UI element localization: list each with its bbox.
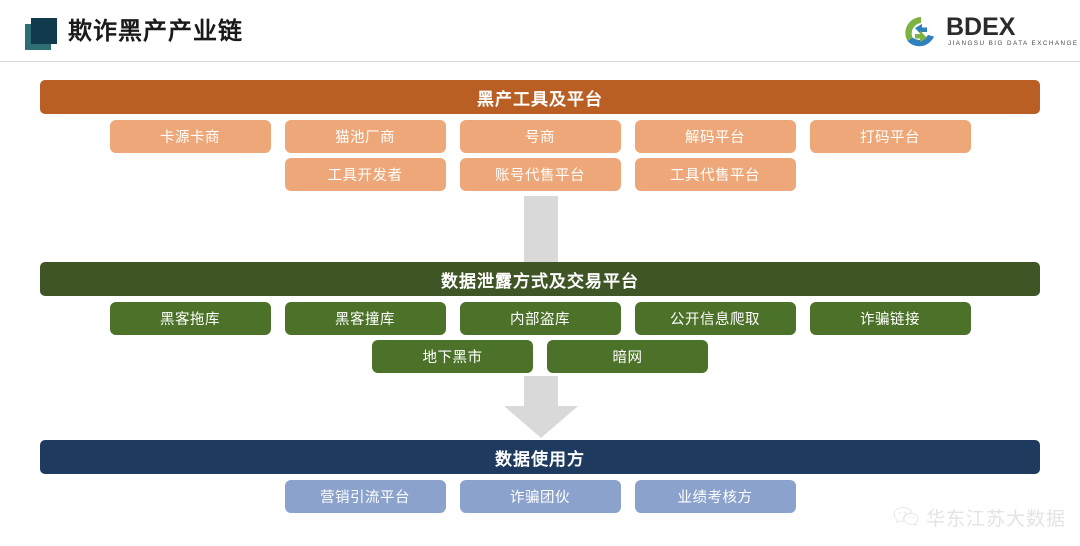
chip-row-tools-1: 卡源卡商 猫池厂商 号商 解码平台 打码平台 [40,120,1040,153]
chip-tools-simbox-vendor[interactable]: 猫池厂商 [284,120,446,153]
chip-leak-black-market[interactable]: 地下黑市 [372,340,533,373]
chip-row-leak-2: 地下黑市 暗网 [40,340,1040,373]
chip-tools-captcha-platform[interactable]: 打码平台 [809,120,971,153]
section-band-data-consumers: 数据使用方 [40,440,1040,474]
chip-row-tools-2: 工具开发者 账号代售平台 工具代售平台 [40,158,1040,191]
chip-consumer-fraud-gang[interactable]: 诈骗团伙 [459,480,621,513]
wechat-watermark: 华东江苏大数据 [893,502,1066,532]
header-divider [0,61,1080,62]
chip-row-consumers-1: 营销引流平台 诈骗团伙 业绩考核方 [40,480,1040,513]
stacked-squares-icon [25,18,57,50]
chip-tools-account-reseller[interactable]: 账号代售平台 [459,158,621,191]
bdex-subtitle: JIANGSU BIG DATA EXCHANGE [948,40,1079,47]
chip-consumer-marketing-platform[interactable]: 营销引流平台 [284,480,446,513]
bdex-wordmark: BDEX [946,13,1016,41]
chip-tools-number-dealer[interactable]: 号商 [459,120,621,153]
section-band-data-leak-trading: 数据泄露方式及交易平台 [40,262,1040,296]
chip-tools-decoding-platform[interactable]: 解码平台 [634,120,796,153]
down-arrow-connector [500,376,582,438]
chip-leak-public-scraping[interactable]: 公开信息爬取 [634,302,796,335]
bdex-logo: BDEX JIANGSU BIG DATA EXCHANGE [902,12,1077,54]
page-header: 欺诈黑产产业链 BDEX JIANGSU BIG DATA EXCHANGE [0,0,1080,62]
chip-leak-db-dump[interactable]: 黑客拖库 [109,302,271,335]
section-band-tools-platforms: 黑产工具及平台 [40,80,1040,114]
wechat-icon [893,506,919,528]
page-title: 欺诈黑产产业链 [68,18,243,45]
chip-tools-tool-reseller[interactable]: 工具代售平台 [634,158,796,191]
chip-leak-insider-theft[interactable]: 内部盗库 [459,302,621,335]
watermark-text: 华东江苏大数据 [925,508,1066,530]
chip-row-leak-1: 黑客拖库 黑客撞库 内部盗库 公开信息爬取 诈骗链接 [40,302,1040,335]
chip-leak-scam-link[interactable]: 诈骗链接 [809,302,971,335]
chip-tools-developer[interactable]: 工具开发者 [284,158,446,191]
vertical-bar-connector [524,196,558,262]
chip-leak-credential-stuffing[interactable]: 黑客撞库 [284,302,446,335]
chip-consumer-kpi-assessor[interactable]: 业绩考核方 [634,480,796,513]
chip-tools-card-source[interactable]: 卡源卡商 [109,120,271,153]
bdex-recycle-circle-icon [902,14,940,52]
chip-leak-dark-web[interactable]: 暗网 [547,340,708,373]
logo-square-front [31,18,57,44]
